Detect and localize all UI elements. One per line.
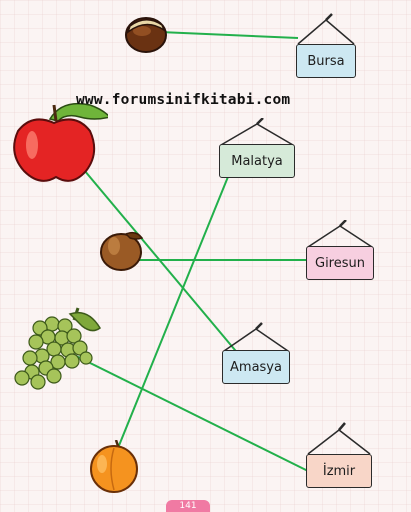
line-chestnut-bursa [159, 31, 299, 39]
city-label: Amasya [222, 350, 290, 384]
city-label: Bursa [296, 44, 356, 78]
sign-bursa: Bursa [296, 12, 356, 78]
watermark-text: www.forumsinifkitabi.com [76, 92, 291, 108]
nail-icon [220, 118, 294, 146]
apple-icon [13, 102, 108, 182]
city-label: İzmir [306, 454, 372, 488]
city-label: Giresun [306, 246, 374, 280]
sign-malatya: Malatya [219, 118, 295, 178]
nail-icon [307, 220, 373, 248]
line-apple-amasya [73, 157, 241, 357]
sign-giresun: Giresun [306, 220, 374, 280]
city-label: Malatya [219, 144, 295, 178]
apricot-icon [90, 440, 138, 493]
line-apricot-malatya [117, 161, 235, 449]
page-number-badge: 141 [166, 500, 210, 512]
grapes-icon [14, 307, 101, 390]
sign-izmir: İzmir [306, 420, 372, 488]
sign-amasya: Amasya [222, 322, 290, 384]
line-grapes-izmir [75, 355, 311, 473]
hazelnut-icon [100, 231, 144, 271]
nail-icon [297, 13, 355, 45]
nail-icon [223, 322, 289, 352]
chestnut-icon [125, 17, 167, 53]
nail-icon [307, 422, 371, 455]
